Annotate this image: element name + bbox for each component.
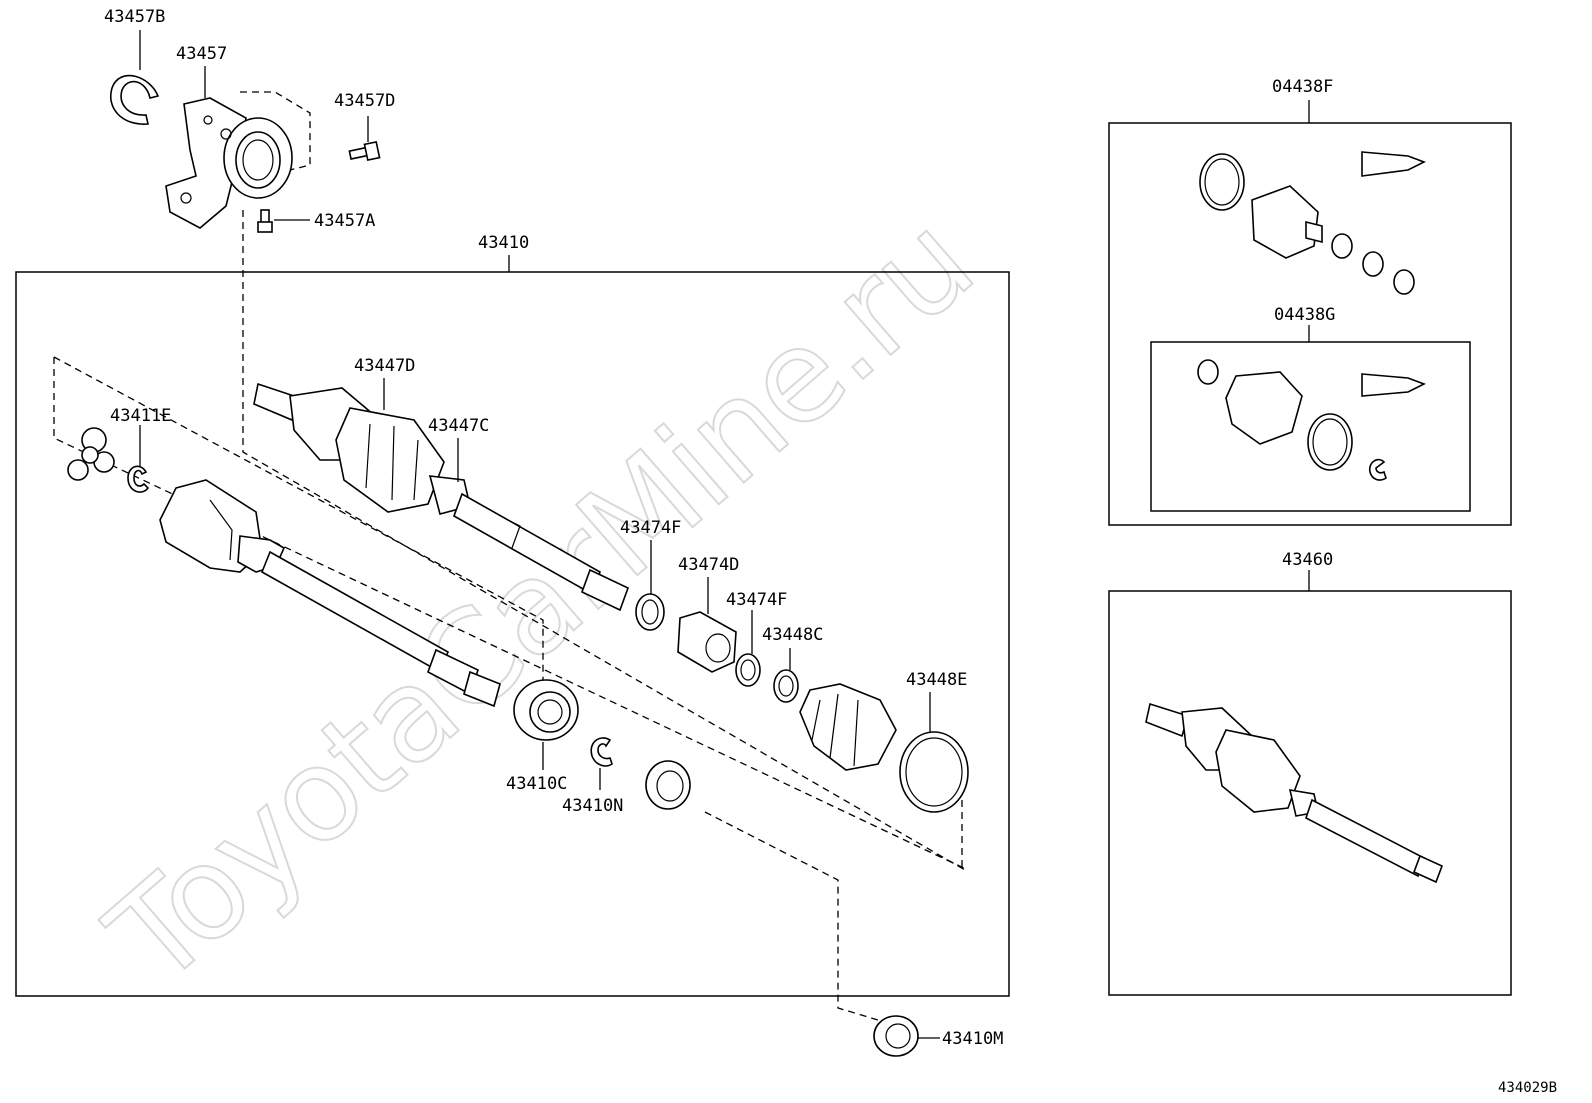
seal xyxy=(645,760,691,810)
label-43410M: 43410M xyxy=(942,1029,1003,1049)
label-43474F: 43474F xyxy=(726,590,787,610)
label-43474F: 43474F xyxy=(620,518,681,538)
label-43447C: 43447C xyxy=(428,416,489,436)
label-43457A: 43457A xyxy=(314,211,375,231)
label-43457D: 43457D xyxy=(334,91,395,111)
diagram-id: 434029B xyxy=(1498,1080,1557,1096)
label-43474D: 43474D xyxy=(678,555,739,575)
bearing-bracket-43457 xyxy=(165,97,293,229)
dust-seal-43410M xyxy=(873,1015,919,1057)
snap-ring-43410N xyxy=(590,737,613,767)
watermark: ToyotaCarMine.ru xyxy=(82,188,1000,1014)
boot-43448 xyxy=(799,683,897,771)
label-43411E: 43411E xyxy=(110,406,171,426)
label-43460: 43460 xyxy=(1282,550,1333,570)
snap-ring-43457B xyxy=(109,74,160,125)
label-43448C: 43448C xyxy=(762,625,823,645)
bolt-43457A xyxy=(257,209,273,233)
label-43457B: 43457B xyxy=(104,7,165,27)
bolt-43457D xyxy=(348,140,381,162)
box-04438F xyxy=(1108,122,1512,526)
box-04438G xyxy=(1150,341,1471,512)
label-43447D: 43447D xyxy=(354,356,415,376)
label-43410N: 43410N xyxy=(562,796,623,816)
spider-43411E xyxy=(67,427,115,481)
label-43448E: 43448E xyxy=(906,670,967,690)
label-43410C: 43410C xyxy=(506,774,567,794)
drive-shaft-43460 xyxy=(1145,702,1444,884)
inboard-joint-shaft xyxy=(159,479,501,708)
box-43460 xyxy=(1108,590,1512,996)
label-43457: 43457 xyxy=(176,44,227,64)
clamp-43474F-b xyxy=(735,653,761,687)
clamp-43448E xyxy=(899,731,969,813)
box-43410 xyxy=(15,271,1010,997)
label-04438F: 04438F xyxy=(1272,77,1333,97)
boot-kit-04438G xyxy=(1197,359,1426,481)
clamp-43448C xyxy=(773,669,799,703)
bearing-43410C xyxy=(513,679,579,741)
clamp-43474F-a xyxy=(635,593,665,631)
label-04438G: 04438G xyxy=(1274,305,1335,325)
label-43410: 43410 xyxy=(478,233,529,253)
boot-kit-04438F xyxy=(1199,151,1426,295)
circlip xyxy=(127,465,150,493)
outboard-shaft xyxy=(253,382,630,612)
damper-43474D xyxy=(677,611,737,673)
